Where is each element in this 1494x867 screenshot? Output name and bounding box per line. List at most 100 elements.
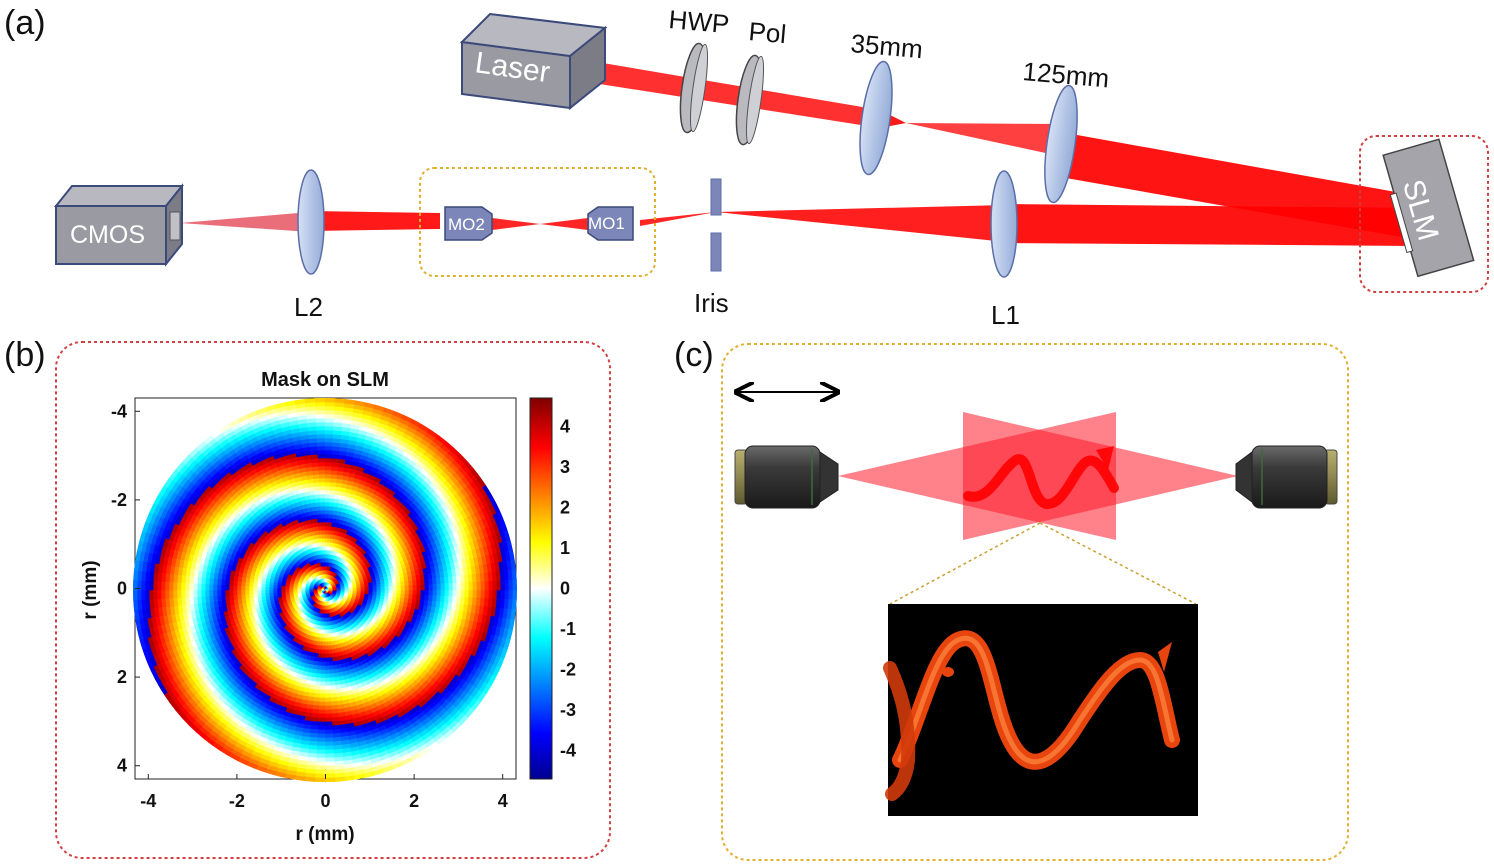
mask-cell — [329, 497, 335, 503]
mask-cell — [324, 457, 333, 463]
mask-cell — [324, 505, 330, 511]
mask-cell — [316, 509, 322, 515]
mask-cell — [280, 589, 286, 593]
mask-cell — [256, 589, 262, 594]
mask-cell — [428, 595, 434, 602]
mask-cell — [317, 517, 322, 523]
mask-cell — [488, 589, 494, 600]
mask-cell — [176, 589, 182, 599]
mask-cell — [317, 729, 326, 735]
mask-cell — [424, 578, 430, 586]
mask-cell — [317, 521, 322, 527]
beam-mo1-to-mo2 — [492, 218, 540, 230]
mask-cell — [324, 485, 331, 491]
mask-cell — [324, 521, 329, 527]
mask-cell — [452, 589, 458, 598]
mask-cell — [324, 713, 333, 719]
mask-cell — [321, 649, 326, 655]
mask-cell — [220, 589, 226, 596]
mask-cell — [416, 579, 422, 586]
mask-cell — [315, 753, 326, 759]
mask-cell — [319, 493, 326, 499]
mask-cell — [327, 649, 333, 655]
mask-cell — [184, 589, 190, 598]
mask-cell — [319, 489, 326, 495]
mask-plot-title: Mask on SLM — [261, 369, 389, 391]
mask-cell — [324, 677, 331, 683]
mask-cell — [264, 592, 270, 597]
laser-beam-path — [180, 60, 1418, 246]
hwp-label: HWP — [667, 4, 730, 39]
mask-cell — [313, 689, 321, 695]
mask-cell — [329, 673, 335, 679]
lens-125mm-label: 125mm — [1021, 56, 1110, 93]
mask-cell — [196, 582, 202, 591]
mask-cell — [324, 653, 329, 659]
mask-cell — [336, 588, 342, 591]
mask-cell — [324, 729, 333, 735]
mask-cell — [432, 583, 438, 591]
mask-cell — [420, 584, 426, 591]
mask-cell — [428, 578, 434, 585]
mask-cell — [328, 505, 335, 511]
mask-cell — [319, 485, 326, 491]
mask-cell — [348, 588, 354, 591]
mask-cell — [324, 733, 334, 739]
mask-cell — [315, 673, 321, 679]
mask-cell — [329, 489, 336, 495]
lens-125mm — [1044, 84, 1078, 204]
mask-cell — [316, 665, 322, 671]
mask-cell — [329, 501, 335, 507]
microscope-objective-2: MO2 — [444, 206, 493, 241]
mask-cell — [320, 517, 326, 523]
mask-cell — [240, 589, 246, 595]
mask-cell — [424, 594, 430, 602]
mask-cell — [318, 529, 323, 535]
mask-cell — [332, 589, 338, 591]
mask-cell — [236, 585, 242, 591]
mask-cell — [404, 593, 410, 600]
beam-mo2-to-mo1-b — [540, 218, 588, 230]
mask-cell — [318, 709, 326, 715]
mask-cell — [392, 582, 398, 587]
mask-cell — [420, 589, 426, 596]
mask-cell — [324, 441, 334, 447]
mask-cell — [232, 580, 238, 586]
mask-cell — [392, 585, 398, 591]
mask-cell — [315, 501, 321, 507]
beam-slm-to-l1 — [1006, 204, 1418, 246]
mask-cell — [468, 589, 474, 599]
mask-cell — [384, 586, 390, 591]
mo-frame — [419, 167, 656, 277]
mask-cell — [324, 705, 332, 711]
mask-cell — [316, 437, 326, 443]
mask-cell — [396, 589, 402, 595]
mask-cell — [324, 509, 330, 515]
mask-cell — [248, 593, 254, 599]
mask-cell — [232, 584, 238, 591]
mask-cell — [264, 589, 270, 594]
beam-laser-to-35mm — [585, 60, 880, 128]
mask-cell — [316, 749, 326, 755]
mask-cell — [317, 449, 326, 455]
mask-cell — [324, 749, 334, 755]
mask-cell — [324, 469, 332, 475]
mask-cell — [324, 449, 333, 455]
mask-cell — [324, 721, 333, 727]
mask-cell — [212, 589, 218, 597]
beam-mo2-to-l2 — [310, 211, 440, 231]
mask-cell — [400, 589, 406, 595]
mask-cell — [412, 594, 418, 600]
mask-cell — [216, 589, 222, 596]
mask-cell — [424, 584, 430, 591]
mask-cell — [319, 677, 326, 683]
mask-cell — [256, 593, 262, 598]
mask-cell — [324, 741, 334, 747]
mask-cell — [404, 580, 410, 587]
mask-cell — [330, 481, 337, 487]
mask-cell — [314, 489, 321, 495]
mask-cell — [464, 589, 470, 598]
mask-cell — [216, 595, 222, 602]
mask-cell — [315, 497, 321, 503]
mask-cell — [268, 589, 274, 594]
